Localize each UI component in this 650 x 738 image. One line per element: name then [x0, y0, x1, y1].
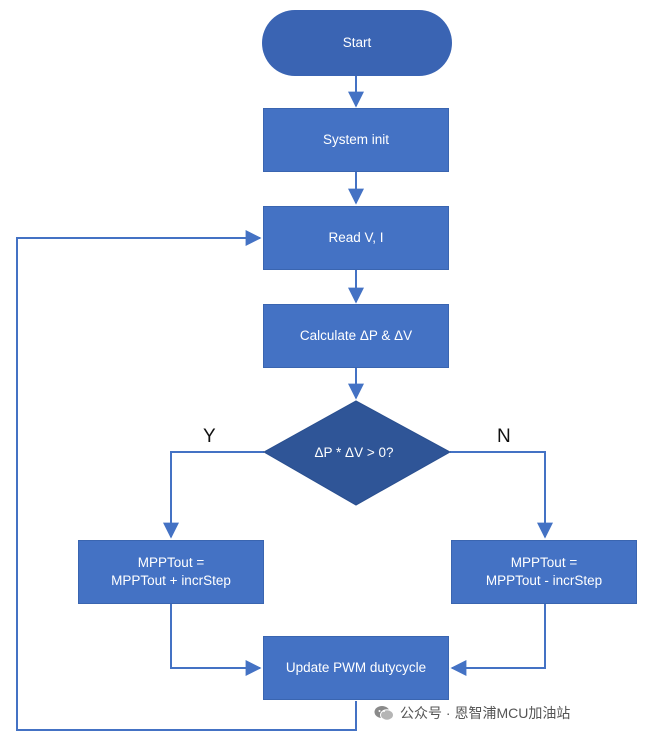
decrease-step-line2: MPPTout - incrStep [485, 573, 603, 588]
arrow-yes-to-update [170, 604, 262, 676]
arrow-decision-yes [163, 451, 264, 539]
read-vi-box: Read V, I [263, 206, 449, 270]
arrow-loop-back [16, 230, 357, 731]
increase-step-box: MPPTout = MPPTout + incrStep [78, 540, 264, 604]
arrow-no-to-update [450, 604, 546, 676]
increase-step-line2: MPPTout + incrStep [111, 573, 231, 588]
wechat-icon [374, 705, 394, 721]
update-pwm-label: Update PWM dutycycle [285, 660, 427, 675]
decision-label: ΔP * ΔV > 0? [314, 444, 394, 460]
start-terminal: Start [262, 10, 452, 76]
system-init-box: System init [263, 108, 449, 172]
start-label: Start [342, 35, 372, 50]
read-vi-label: Read V, I [328, 230, 384, 245]
watermark-text: 公众号 · 恩智浦MCU加油站 [400, 705, 571, 721]
no-label: N [497, 426, 511, 447]
system-init-label: System init [322, 132, 390, 147]
update-pwm-box: Update PWM dutycycle [263, 636, 449, 700]
decrease-step-box: MPPTout = MPPTout - incrStep [451, 540, 637, 604]
increase-step-line1: MPPTout = [137, 555, 205, 570]
yes-label: Y [203, 426, 216, 447]
calculate-box: Calculate ΔP & ΔV [263, 304, 449, 368]
decrease-step-line1: MPPTout = [510, 555, 578, 570]
calculate-label: Calculate ΔP & ΔV [299, 328, 413, 343]
decision-diamond [262, 400, 452, 506]
arrow-decision-no [450, 451, 553, 539]
watermark: 公众号 · 恩智浦MCU加油站 [374, 702, 570, 724]
